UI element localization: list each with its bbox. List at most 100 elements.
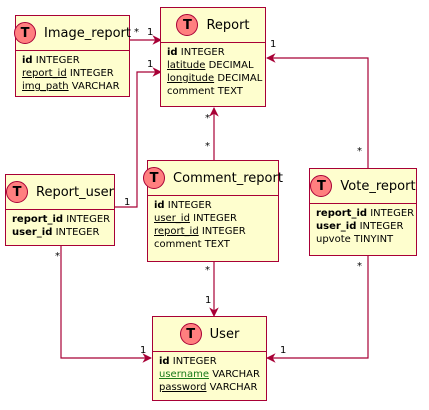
field-type: INTEGER: [180, 47, 225, 58]
mult-comment-side-top: *: [205, 141, 210, 152]
field-name: report_id: [154, 226, 199, 237]
mult-vote-side-top: *: [357, 146, 362, 157]
field-row: latitude DECIMAL: [167, 59, 259, 72]
field-name: password: [159, 382, 207, 393]
entity-header: T Report_user: [6, 175, 114, 210]
entity-name: User: [209, 326, 240, 342]
field-name: user_id: [316, 221, 357, 232]
field-name: username: [159, 369, 209, 380]
field-row: report_id INTEGER: [22, 67, 123, 80]
edge-vote-report-to-user: [266, 256, 369, 363]
mult-vote-side-bottom: *: [357, 261, 362, 272]
field-name: report_id: [12, 214, 64, 225]
field-type: VARCHAR: [209, 382, 258, 393]
table-badge-icon: T: [6, 181, 29, 203]
field-type: INTEGER: [201, 226, 246, 237]
field-row: password VARCHAR: [159, 381, 260, 394]
field-row: id INTEGER: [22, 54, 123, 67]
field-name: img_path: [22, 81, 69, 92]
entity-name: Report: [206, 17, 250, 33]
table-badge-icon: T: [179, 323, 202, 345]
field-type: INTEGER: [69, 68, 114, 79]
field-row: id INTEGER: [154, 199, 272, 212]
field-row: comment TEXT: [167, 85, 259, 98]
field-name: report_id: [22, 68, 67, 79]
field-type: DECIMAL: [208, 60, 254, 71]
entity-header: T Image_report: [14, 16, 131, 51]
field-row: id INTEGER: [159, 355, 260, 368]
field-type: TINYINT: [353, 234, 394, 245]
mult-comment-side-bottom: *: [205, 265, 210, 276]
field-name: report_id: [316, 208, 368, 219]
mult-user-side-from-comment: 1: [205, 295, 212, 306]
field-row: user_id INTEGER: [12, 226, 108, 239]
mult-image-report-side: *: [134, 27, 139, 38]
field-row: upvote TINYINT: [316, 233, 410, 246]
table-badge-icon: T: [143, 167, 166, 189]
field-type: INTEGER: [35, 55, 80, 66]
entity-name: Report_user: [36, 184, 114, 200]
field-name: id: [159, 356, 170, 367]
field-row: report_id INTEGER: [12, 213, 111, 226]
field-row: longitude DECIMAL: [167, 72, 263, 85]
table-badge-icon: T: [310, 175, 333, 197]
mult-user-side-from-vote: 1: [280, 345, 287, 356]
entity-header: T Comment_report: [143, 161, 283, 196]
field-type: TEXT: [217, 86, 243, 97]
entity-name: Image_report: [44, 25, 131, 41]
field-row: username VARCHAR: [159, 368, 260, 381]
entity-header: T Vote_report: [310, 169, 416, 204]
mult-user-side-from-report-user: 1: [140, 345, 147, 356]
field-name: latitude: [167, 60, 206, 71]
field-type: INTEGER: [172, 356, 217, 367]
field-type: INTEGER: [359, 221, 404, 232]
field-name: longitude: [167, 73, 215, 84]
mult-report-side-from-comment: *: [205, 113, 210, 124]
field-name: upvote: [316, 234, 351, 245]
field-row: img_path VARCHAR: [22, 80, 123, 93]
field-type: INTEGER: [370, 208, 415, 219]
field-name: user_id: [154, 213, 190, 224]
table-badge-icon: T: [176, 14, 199, 36]
entity-header: T Report: [161, 8, 265, 43]
edge-vote-report-to-report: [266, 53, 369, 168]
field-row: user_id INTEGER: [154, 212, 272, 225]
mult-report-side-from-vote: 1: [270, 39, 277, 50]
field-row: user_id INTEGER: [316, 220, 410, 233]
entity-name: Comment_report: [173, 170, 283, 186]
edge-report-user-to-user: [60, 246, 152, 363]
field-type: INTEGER: [66, 214, 111, 225]
field-name: comment: [154, 239, 202, 250]
field-type: VARCHAR: [212, 369, 260, 380]
field-row: comment TEXT: [154, 238, 272, 251]
table-badge-icon: T: [14, 22, 37, 44]
entity-name: Vote_report: [340, 178, 416, 194]
field-row: report_id INTEGER: [316, 207, 414, 220]
field-row: id INTEGER: [167, 46, 259, 59]
edge-report-user-to-report: [115, 67, 162, 208]
mult-report-side-from-report-user: 1: [147, 59, 154, 70]
field-name: id: [154, 200, 165, 211]
field-type: VARCHAR: [71, 81, 120, 92]
field-name: comment: [167, 86, 215, 97]
field-name: id: [22, 55, 33, 66]
field-type: INTEGER: [55, 227, 100, 238]
field-type: DECIMAL: [217, 73, 263, 84]
field-name: id: [167, 47, 178, 58]
mult-report-side-from-image: 1: [147, 27, 154, 38]
field-type: TEXT: [204, 239, 230, 250]
mult-report-user-side: 1: [124, 197, 131, 208]
